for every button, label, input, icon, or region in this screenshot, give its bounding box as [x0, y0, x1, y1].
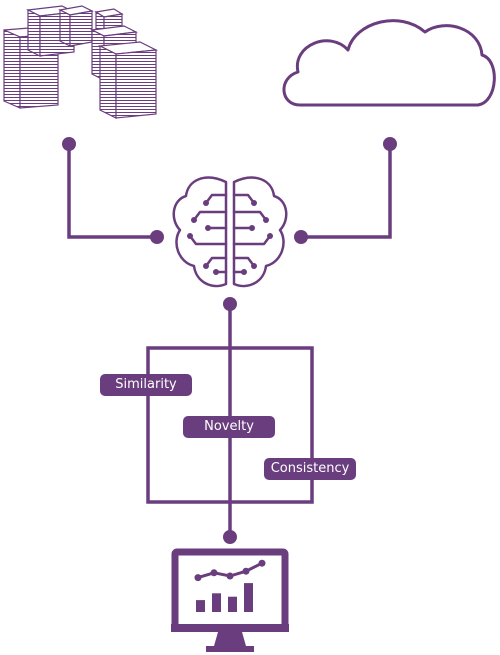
- monitor-chart-bar: [212, 593, 221, 612]
- novelty-label: Novelty: [183, 416, 275, 438]
- monitor-chart-point: [258, 559, 266, 567]
- monitor-stand: [214, 632, 246, 646]
- monitor-bezel: [171, 624, 289, 632]
- brain-left-dot: [150, 230, 164, 244]
- monitor-chart-point: [210, 569, 218, 577]
- monitor-base: [206, 646, 254, 652]
- similarity-label: Similarity: [100, 374, 192, 396]
- monitor-top-dot: [223, 530, 237, 544]
- cloud-connector: [301, 144, 392, 239]
- monitor-chart-point: [194, 574, 202, 582]
- monitor-chart-bar: [244, 583, 253, 612]
- consistency-label: Consistency: [264, 458, 356, 480]
- documents-dot: [62, 137, 76, 151]
- brain-right-dot: [294, 230, 308, 244]
- document-stacks-icon: [3, 5, 159, 119]
- monitor-chart-bar: [196, 600, 205, 612]
- monitor-chart-bar: [228, 596, 237, 612]
- document-stack: [97, 41, 159, 119]
- document-stack: [58, 5, 94, 47]
- circuit-brain-icon: [172, 176, 288, 288]
- brain-bottom-dot: [223, 297, 237, 311]
- monitor-chart-point: [242, 567, 250, 575]
- analytics-monitor-icon: [171, 548, 289, 652]
- connector-dots: [62, 137, 397, 544]
- metrics-frame: [146, 346, 314, 504]
- monitor-chart-point: [226, 572, 234, 580]
- cloud-icon: [282, 19, 496, 107]
- monitor-screen: [171, 548, 289, 632]
- documents-connector: [67, 144, 157, 239]
- cloud-dot: [383, 137, 397, 151]
